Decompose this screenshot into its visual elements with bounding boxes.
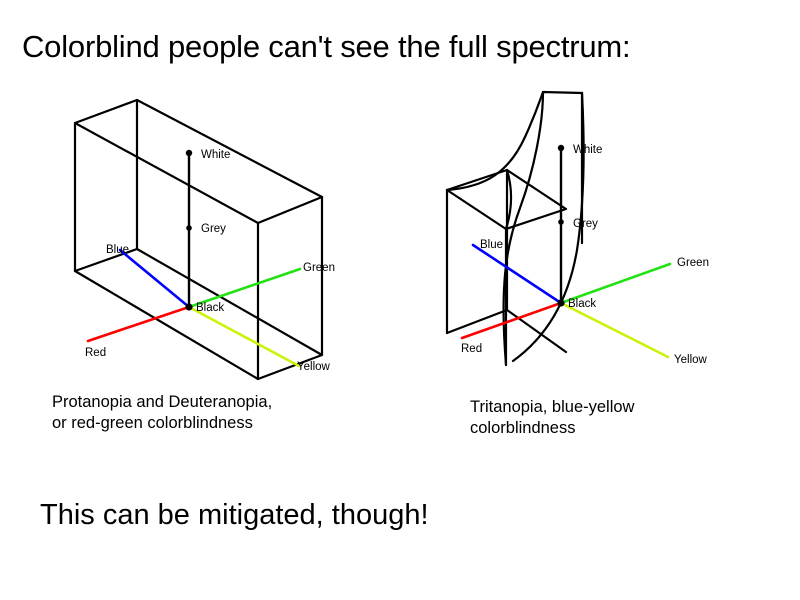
solid-right-curve-inner [502, 90, 545, 367]
node-white-right [557, 144, 565, 152]
label-red-left: Red [85, 347, 106, 359]
caption-right-line-2: colorblindness [470, 419, 576, 437]
ray-yellow-left [187, 305, 301, 368]
caption-protanopia-deuteranopia: Protanopia and Deuteranopia, or red-gree… [52, 392, 272, 434]
caption-right-line-1: Tritanopia, blue-yellow [470, 398, 635, 416]
label-blue-right: Blue [480, 239, 503, 251]
solid-right-left-face-top [445, 168, 568, 231]
node-grey-right [558, 219, 564, 225]
label-black-right: Black [568, 298, 596, 310]
ray-blue-left [118, 248, 191, 309]
ray-red-right [460, 301, 563, 340]
label-grey-right: Grey [573, 218, 598, 230]
ray-green-left [187, 267, 302, 309]
label-blue-left: Blue [106, 244, 129, 256]
caption-left-line-1: Protanopia and Deuteranopia, [52, 393, 273, 411]
solid-right-connector-top [504, 168, 513, 231]
label-yellow-right: Yellow [674, 354, 708, 366]
label-yellow-left: Yellow [297, 361, 331, 373]
label-white-right: White [573, 144, 602, 156]
ray-green-right [559, 262, 672, 305]
closing-statement: This can be mitigated, though! [40, 499, 429, 531]
node-black-right [557, 299, 565, 307]
caption-left-line-2: or red-green colorblindness [52, 414, 253, 432]
label-green-right: Green [677, 257, 709, 269]
node-black-left [185, 303, 193, 311]
node-grey-left [186, 225, 192, 231]
label-grey-left: Grey [201, 223, 226, 235]
ray-yellow-right [559, 301, 670, 359]
solid-right-curve-top-outer [445, 90, 584, 192]
caption-tritanopia: Tritanopia, blue-yellow colorblindness [470, 397, 634, 439]
node-white-left [185, 149, 193, 157]
solid-right-curve-bottom-outer [511, 91, 585, 363]
label-red-right: Red [461, 343, 482, 355]
page-title: Colorblind people can't see the full spe… [22, 29, 631, 64]
label-white-left: White [201, 149, 230, 161]
ray-blue-right [471, 243, 563, 305]
ray-red-left [86, 305, 191, 343]
label-green-left: Green [303, 262, 335, 274]
label-black-left: Black [196, 302, 224, 314]
